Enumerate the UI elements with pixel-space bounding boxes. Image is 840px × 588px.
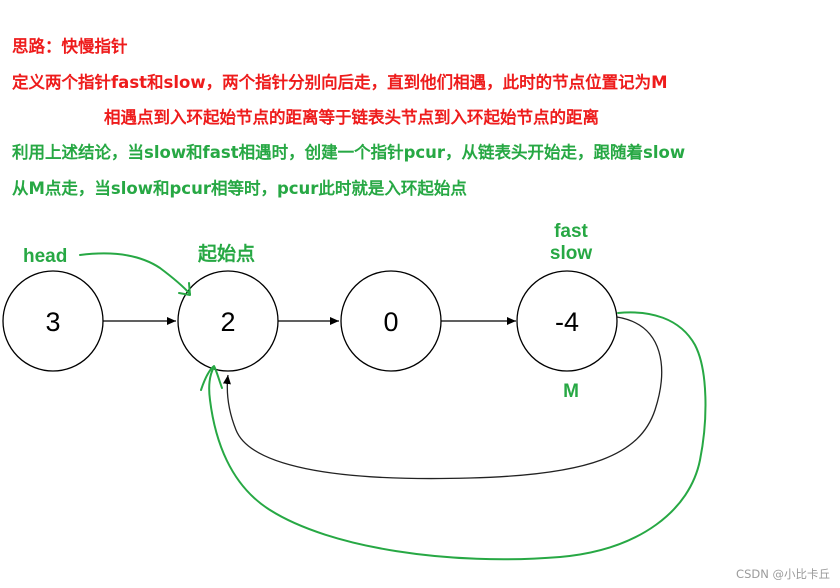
pcur-slow-path-arrow (208, 311, 707, 561)
start-node-label: 起始点 (197, 242, 255, 265)
define-pointers-text: 定义两个指针fast和slow，两个指针分别向后走，直到他们相遇，此时的节点位置… (12, 73, 668, 92)
entry-point-text: 从M点走，当slow和pcur相等时，pcur此时就是入环起始点 (12, 179, 467, 198)
slow-label: slow (550, 243, 592, 264)
list-node-0: 0 (340, 270, 442, 372)
node-value: 0 (383, 307, 398, 337)
head-arrowhead (178, 282, 191, 296)
pcur-slow-arrowhead (200, 365, 223, 391)
list-node-3: 3 (2, 270, 104, 372)
meet-point-label: M (563, 381, 579, 402)
node-value: -4 (555, 307, 579, 337)
edge-cycle-neg4-to-2 (222, 316, 663, 480)
node-value: 3 (45, 307, 60, 337)
csdn-watermark: CSDN @小比卡丘 (736, 567, 830, 581)
fast-label: fast (554, 221, 588, 242)
list-node-neg4: -4 (516, 270, 618, 372)
head-label: head (23, 246, 67, 267)
node-value: 2 (220, 307, 235, 337)
list-node-2: 2 (177, 270, 279, 372)
heading-text: 思路：快慢指针 (12, 37, 128, 56)
head-pointer-arrow (79, 252, 191, 295)
use-conclusion-text: 利用上述结论，当slow和fast相遇时，创建一个指针pcur，从链表头开始走，… (12, 143, 686, 162)
distance-conclusion-text: 相遇点到入环起始节点的距离等于链表头节点到入环起始节点的距离 (104, 108, 599, 127)
